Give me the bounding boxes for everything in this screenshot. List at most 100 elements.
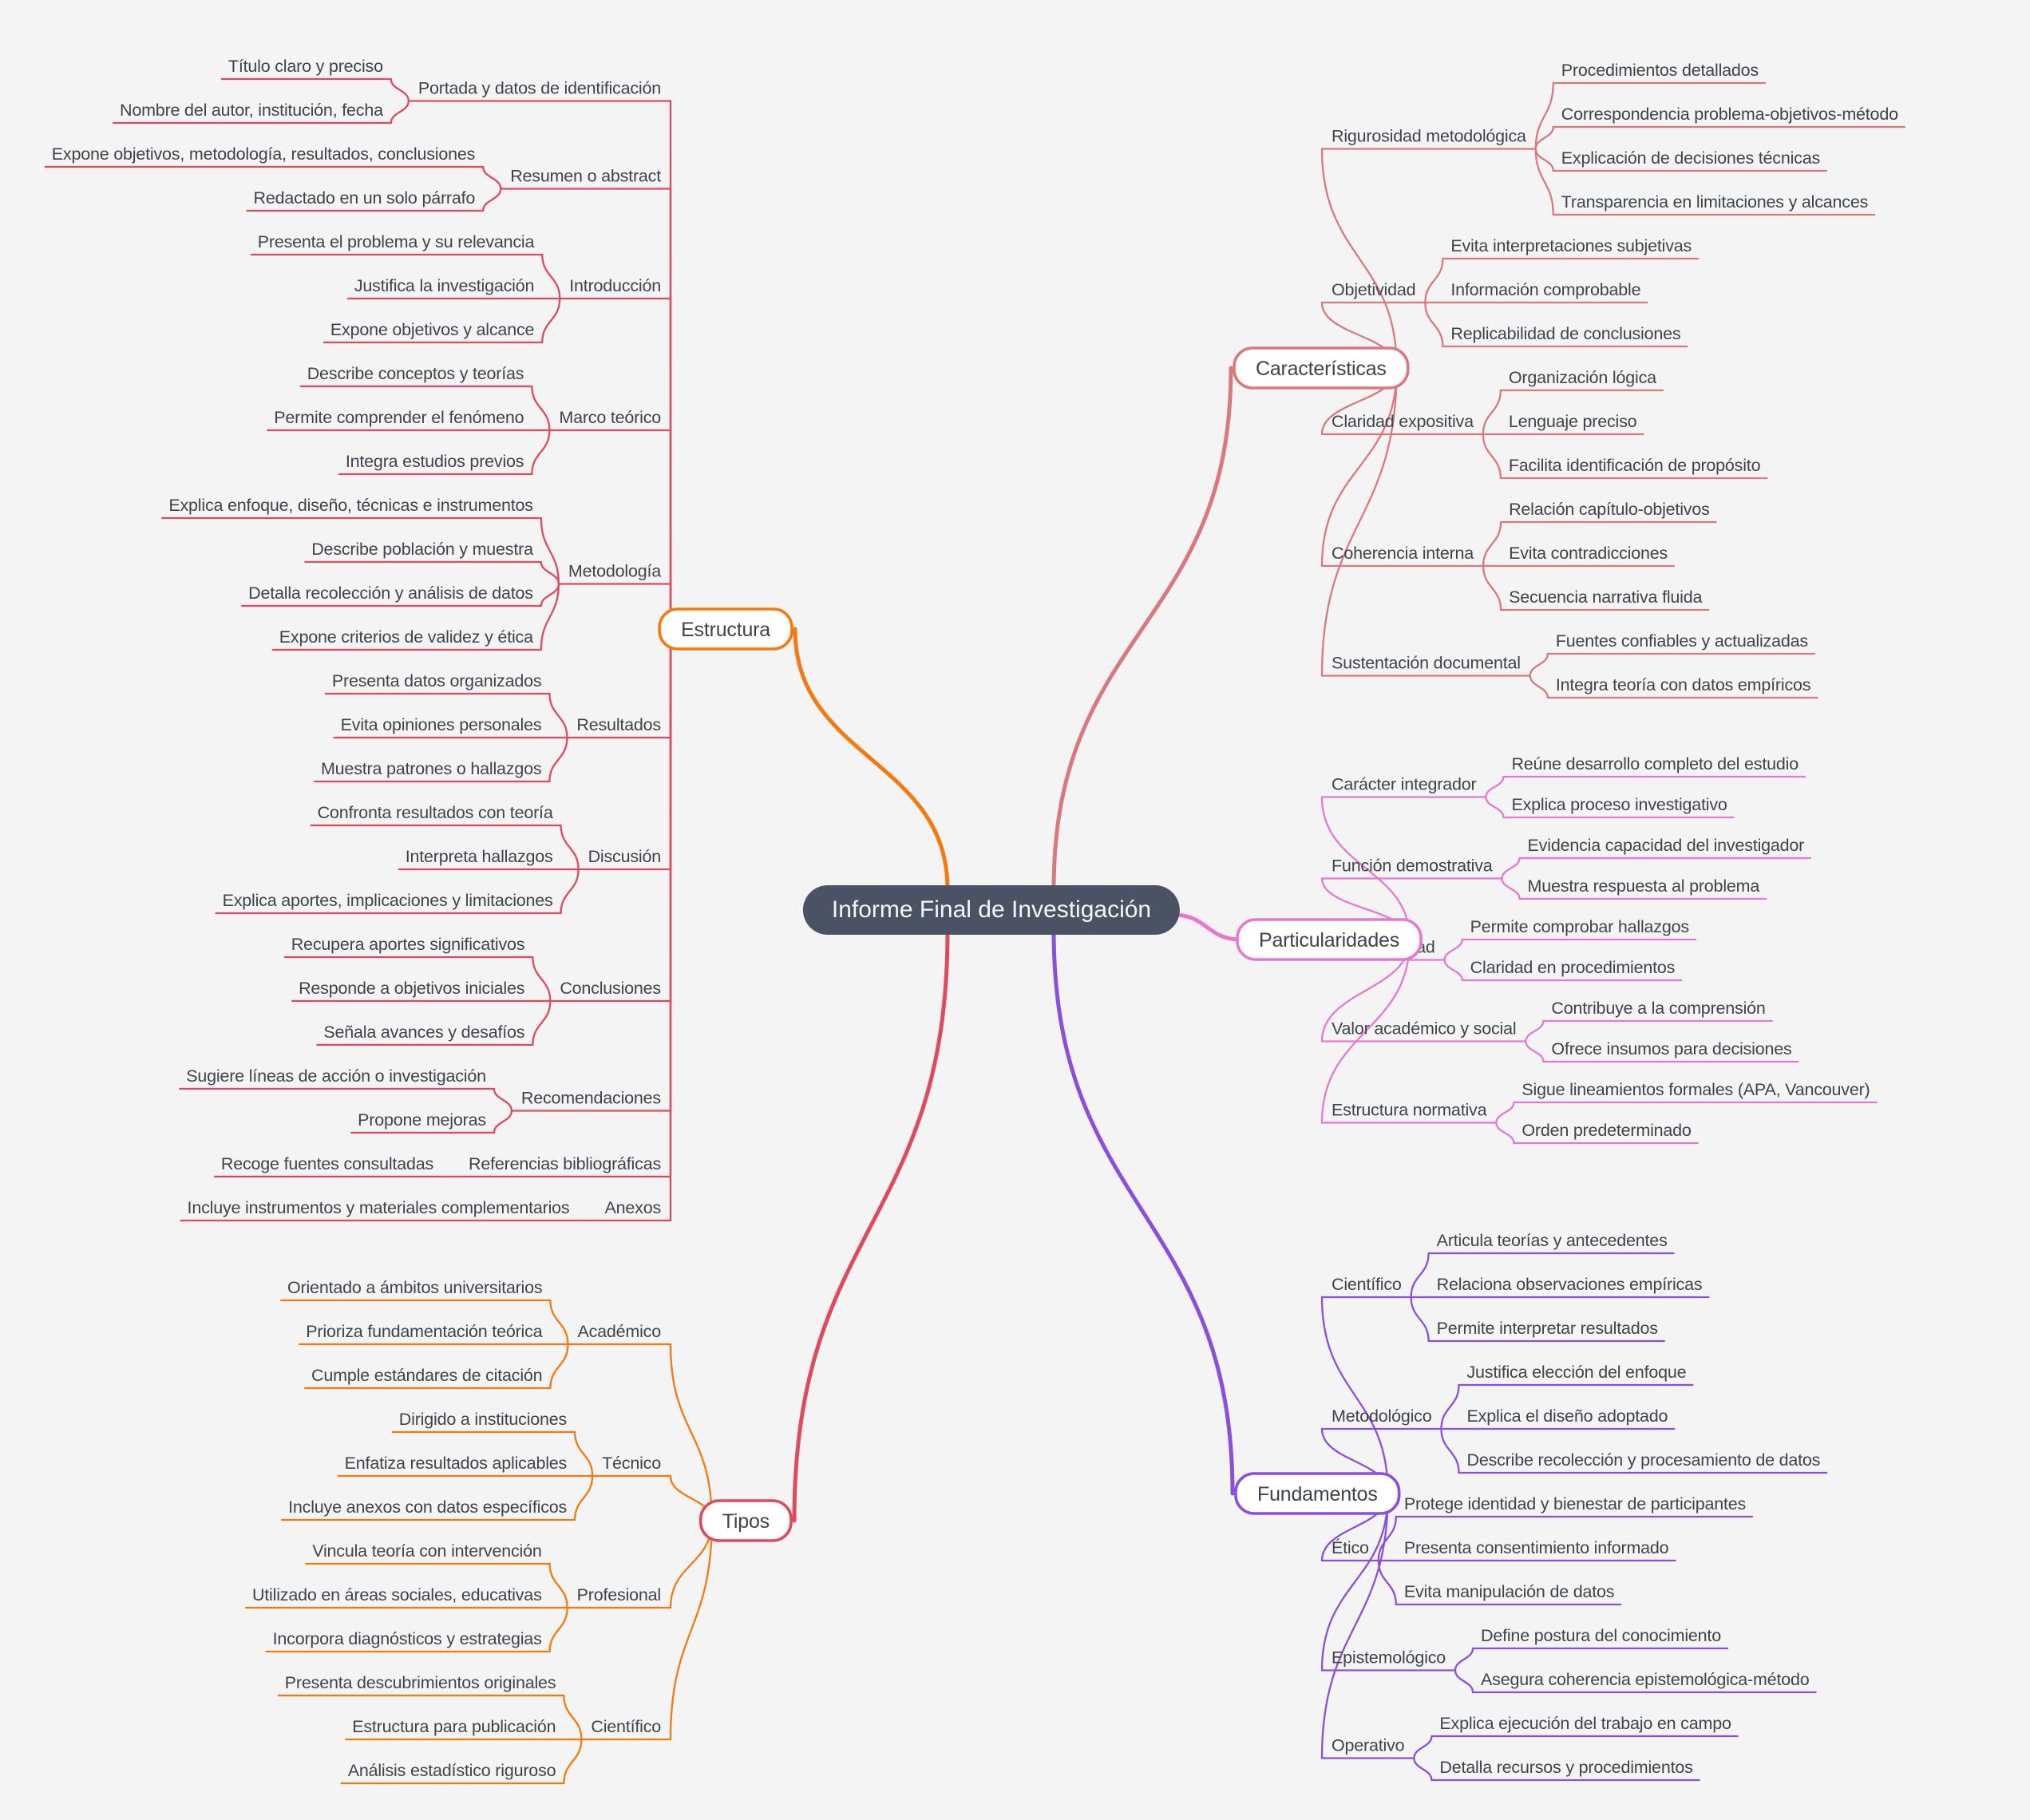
leaf-link-path <box>1454 1647 1474 1672</box>
central-topic-node[interactable]: Informe Final de Investigación <box>802 885 1181 935</box>
leaf-link-path <box>1485 775 1505 798</box>
subtopic-label-resumen-o-abstract: Resumen o abstract <box>510 167 661 186</box>
leaf-link-path <box>1525 1040 1545 1063</box>
center-links-layer <box>792 366 1243 1523</box>
subtopic-label-academico: Académico <box>577 1322 661 1341</box>
subtopic-label-sustentacion-documental: Sustentación documental <box>1332 654 1521 673</box>
leaf-link-path <box>1454 1669 1474 1694</box>
leaf-label-define-postura-del-conocimiento: Define postura del conocimiento <box>1481 1626 1721 1645</box>
leaf-label-explica-aportes-implicaciones-y-limitaciones: Explica aportes, implicaciones y limitac… <box>223 891 553 910</box>
leaf-label-evita-opiniones-personales: Evita opiniones personales <box>341 715 542 734</box>
leaf-link-path <box>390 77 410 102</box>
leaf-label-relacion-capitulo-objetivos: Relación capítulo-objetivos <box>1509 500 1710 519</box>
leaf-label-nombre-del-autor-institucion-fecha: Nombre del autor, institución, fecha <box>120 101 383 120</box>
leaf-link-path <box>1529 675 1549 699</box>
leaf-label-explica-enfoque-diseno-tecnicas-e-instrumentos: Explica enfoque, diseño, técnicas e inst… <box>168 496 533 515</box>
leaf-link-path <box>1482 433 1502 480</box>
leaf-label-redactado-en-un-solo-parrafo: Redactado en un solo párrafo <box>254 188 476 208</box>
leaf-link-path <box>532 956 552 1003</box>
branch-node-particularidades[interactable] <box>1236 918 1423 961</box>
leaf-label-detalla-recursos-y-procedimientos: Detalla recursos y procedimientos <box>1439 1758 1692 1777</box>
leaf-label-facilita-identificacion-de-proposito: Facilita identificación de propósito <box>1509 456 1761 475</box>
trunk-link-path <box>1320 366 1398 677</box>
subtopic-label-caracter-integrador: Carácter integrador <box>1332 775 1476 794</box>
leaf-label-incluye-anexos-con-datos-especificos: Incluye anexos con datos específicos <box>288 1498 567 1517</box>
trunk-link-path <box>1320 938 1411 1124</box>
leaf-label-evidencia-capacidad-del-investigador: Evidencia capacidad del investigador <box>1528 836 1805 855</box>
leaf-link-path <box>1377 1515 1397 1562</box>
leaf-label-permite-interpretar-resultados: Permite interpretar resultados <box>1437 1319 1658 1338</box>
leaf-label-explica-ejecucion-del-trabajo-en-campo: Explica ejecución del trabajo en campo <box>1439 1714 1731 1733</box>
trunk-link-path <box>1320 148 1398 370</box>
subtopic-label-portada-y-datos-de-identificacion: Portada y datos de identificación <box>418 79 661 98</box>
leaf-label-enfatiza-resultados-aplicables: Enfatiza resultados aplicables <box>345 1454 567 1473</box>
leaf-label-incluye-instrumentos-y-materiales-complementarios: Incluye instrumentos y materiales comple… <box>188 1198 570 1217</box>
leaf-label-presenta-datos-organizados: Presenta datos organizados <box>332 671 542 690</box>
leaf-link-path <box>482 165 502 190</box>
leaf-link-path <box>1482 520 1502 568</box>
leaf-link-path <box>532 999 552 1046</box>
subtopic-label-discusion: Discusión <box>588 847 661 866</box>
leaf-label-organizacion-logica: Organización lógica <box>1509 368 1656 387</box>
subtopic-label-funcion-demostrativa: Función demostrativa <box>1332 857 1493 876</box>
branch-label-estructura: Estructura <box>681 619 770 641</box>
leaf-link-path <box>1534 81 1554 150</box>
leaf-link-path <box>548 1562 568 1609</box>
subtopic-label-marco-teorico: Marco teórico <box>559 408 661 427</box>
center-link-estructura <box>793 627 950 892</box>
leaf-label-expone-criterios-de-validez-y-etica: Expone criterios de validez y ética <box>279 627 533 647</box>
leaf-link-path <box>1410 1296 1430 1343</box>
leaf-label-incorpora-diagnosticos-y-estrategias: Incorpora diagnósticos y estrategias <box>273 1629 542 1648</box>
leaf-link-path <box>540 516 560 585</box>
branch-node-caracteristicas[interactable] <box>1233 346 1410 390</box>
trunk-link-path <box>669 1519 713 1741</box>
leaf-label-expone-objetivos-y-alcance: Expone objetivos y alcance <box>330 320 534 339</box>
leaf-link-path <box>1424 301 1444 348</box>
subtopic-label-estructura-normativa: Estructura normativa <box>1332 1101 1487 1120</box>
branch-links-layer <box>44 77 1905 1785</box>
leaf-label-integra-estudios-previos: Integra estudios previos <box>346 452 524 471</box>
leaf-label-presenta-descubrimientos-originales: Presenta descubrimientos originales <box>285 1673 556 1692</box>
trunk-link-path <box>1320 1296 1389 1495</box>
leaf-label-protege-identidad-y-bienestar-de-participantes: Protege identidad y bienestar de partici… <box>1404 1494 1746 1513</box>
subtopic-label-resultados: Resultados <box>576 715 661 734</box>
leaf-label-claridad-en-procedimientos: Claridad en procedimientos <box>1470 958 1676 977</box>
leaf-link-path <box>541 253 561 300</box>
leaf-label-presenta-el-problema-y-su-relevancia: Presenta el problema y su relevancia <box>258 232 535 251</box>
leaf-label-lenguaje-preciso: Lenguaje preciso <box>1509 412 1637 431</box>
subtopic-label-tecnico: Técnico <box>602 1454 661 1473</box>
leaf-link-path <box>1529 652 1549 677</box>
branch-node-fundamentos[interactable] <box>1234 1472 1401 1515</box>
trunk-link-path <box>1320 366 1398 568</box>
leaf-link-path <box>1377 1559 1397 1606</box>
branch-label-fundamentos: Fundamentos <box>1257 1483 1378 1505</box>
leaf-label-reune-desarrollo-completo-del-estudio: Reúne desarrollo completo del estudio <box>1511 754 1799 774</box>
leaf-link-path <box>541 297 561 344</box>
leaf-link-path <box>482 188 502 212</box>
branch-node-tipos[interactable] <box>698 1499 793 1542</box>
leaf-label-informacion-comprobable: Información comprobable <box>1450 280 1640 299</box>
leaf-label-estructura-para-publicacion: Estructura para publicación <box>352 1717 556 1736</box>
leaf-link-path <box>563 1738 583 1785</box>
leaf-link-path <box>540 560 560 585</box>
leaf-label-describe-recoleccion-y-procesamiento-de-datos: Describe recolección y procesamiento de … <box>1467 1450 1821 1470</box>
leaf-label-ofrece-insumos-para-decisiones: Ofrece insumos para decisiones <box>1551 1039 1791 1058</box>
leaf-link-path <box>1482 389 1502 436</box>
leaf-link-path <box>1410 1252 1430 1299</box>
subtopic-label-anexos: Anexos <box>604 1198 661 1217</box>
leaf-label-justifica-eleccion-del-enfoque: Justifica elección del enfoque <box>1467 1363 1687 1382</box>
leaf-label-permite-comprender-el-fenomeno: Permite comprender el fenómeno <box>274 408 524 427</box>
leaf-link-path <box>563 1694 583 1741</box>
leaf-link-path <box>1424 257 1444 304</box>
leaf-label-recupera-aportes-significativos: Recupera aportes significativos <box>291 935 525 954</box>
branch-label-caracteristicas: Características <box>1256 358 1387 380</box>
leaf-label-procedimientos-detallados: Procedimientos detallados <box>1561 61 1759 80</box>
leaf-link-path <box>573 1474 594 1521</box>
leaf-label-transparencia-en-limitaciones-y-alcances: Transparencia en limitaciones y alcances <box>1561 192 1868 212</box>
leaf-label-sugiere-lineas-de-accion-o-investigacion: Sugiere líneas de acción o investigación <box>186 1066 486 1086</box>
leaf-label-titulo-claro-y-preciso: Título claro y preciso <box>228 57 383 76</box>
trunk-link-path <box>1320 1492 1389 1672</box>
branch-node-estructura[interactable] <box>658 607 793 651</box>
subtopic-label-epistemologico: Epistemológico <box>1332 1648 1446 1668</box>
